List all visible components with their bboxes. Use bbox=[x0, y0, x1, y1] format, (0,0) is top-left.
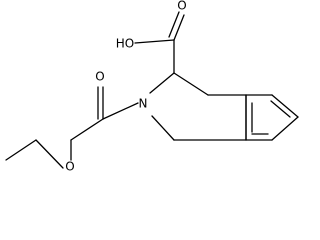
bond-ether-oxygen-to-ethyl-ch2 bbox=[35, 139, 64, 169]
bond-ethyl-ch2-to-ch3 bbox=[5, 139, 37, 161]
ring-nitrogen-label: N bbox=[139, 97, 148, 111]
bond-c3-to-c4 bbox=[173, 72, 209, 96]
bond-c5-to-c6 bbox=[271, 94, 299, 118]
bond-carboxyl-double-oxygen-b bbox=[168, 11, 180, 38]
bond-acyl-to-methylene bbox=[70, 118, 104, 141]
bond-carboxyl-to-hydroxyl bbox=[134, 39, 175, 44]
bond-n2-to-acyl-carbon bbox=[102, 102, 139, 120]
bond-carboxyl-double-oxygen-a bbox=[173, 14, 185, 41]
bond-n2-to-c1 bbox=[151, 115, 175, 141]
hydroxyl-label: HO bbox=[116, 37, 134, 51]
bond-c3-to-n2 bbox=[149, 72, 175, 94]
ether-oxygen-label: O bbox=[65, 160, 74, 174]
chemical-structure-diagram: HO O O N O bbox=[5, 0, 299, 174]
carboxyl-oxygen-label: O bbox=[177, 0, 186, 13]
amide-oxygen-label: O bbox=[95, 70, 104, 84]
bond-c6-to-c7 bbox=[271, 116, 299, 141]
aromatic-double-bond-inner-right-top bbox=[270, 100, 291, 118]
